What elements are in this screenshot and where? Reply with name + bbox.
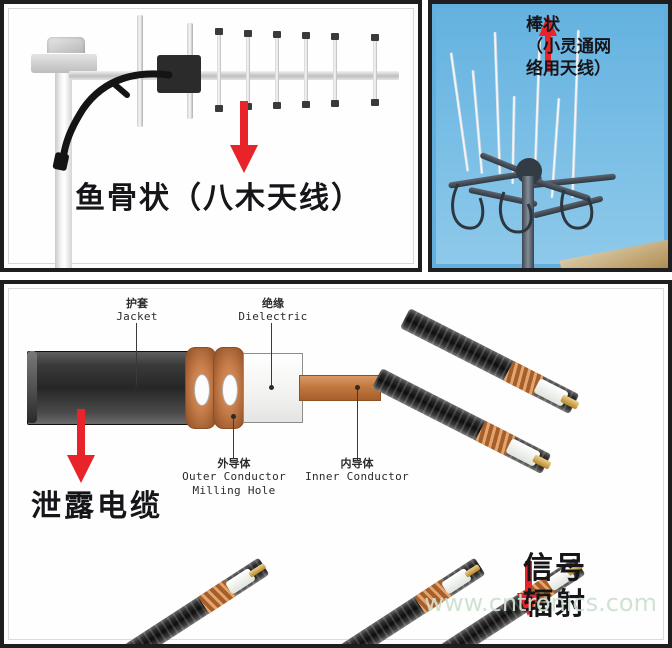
label-jacket: 护套 Jacket xyxy=(91,297,183,324)
label-outer-en2: Milling Hole xyxy=(192,484,276,497)
photo-cable-bottom-1 xyxy=(107,557,270,644)
dot-jacket xyxy=(134,385,139,390)
dot-dielectric xyxy=(269,385,274,390)
label-dielectric-en: Dielectric xyxy=(238,310,308,323)
panel-gap xyxy=(0,272,672,280)
milling-hole-2 xyxy=(222,374,238,406)
rod-caption-line1: 棒状 xyxy=(526,15,560,35)
label-inner-en: Inner Conductor xyxy=(305,470,409,483)
rod-caption-line2: （小灵通网 xyxy=(526,37,611,57)
yagi-director-4 xyxy=(302,32,310,108)
panel-rod-antenna: 棒状 （小灵通网 络用天线） xyxy=(428,0,672,272)
leaky-cable-caption: 泄露电缆 xyxy=(31,489,163,524)
label-outer-en: Outer Conductor xyxy=(182,470,286,483)
rod-feed-loops xyxy=(451,183,594,234)
rod-photo-area: 棒状 （小灵通网 络用天线） xyxy=(436,8,668,268)
coax-inner-conductor xyxy=(299,375,381,401)
dot-outer xyxy=(231,414,236,419)
red-down-arrow-signal xyxy=(517,561,540,616)
rod-caption: 棒状 （小灵通网 络用天线） xyxy=(526,14,656,80)
leader-jacket xyxy=(136,323,137,387)
mast-clamp xyxy=(31,53,97,73)
yagi-reflector xyxy=(137,15,143,127)
red-up-arrow xyxy=(539,14,557,72)
label-outer-conductor: 外导体 Outer Conductor Milling Hole xyxy=(177,457,291,498)
label-dielectric: 绝缘 Dielectric xyxy=(221,297,325,324)
rod-support-pole xyxy=(522,176,534,268)
yagi-photo-area: 鱼骨状（八木天线） xyxy=(8,8,414,268)
panel-yagi-antenna: 鱼骨状（八木天线） xyxy=(0,0,422,272)
coax-jacket xyxy=(27,351,189,425)
yagi-director-6 xyxy=(371,34,379,106)
panel-leaky-cable: 护套 Jacket 绝缘 Dielectric 外导体 Outer Conduc… xyxy=(0,280,672,648)
yagi-caption: 鱼骨状（八木天线） xyxy=(75,181,363,216)
red-down-arrow xyxy=(230,101,258,173)
label-dielectric-cn: 绝缘 xyxy=(262,297,284,310)
coax-outer-conductor xyxy=(185,347,245,429)
rod-caption-line3: 络用天线） xyxy=(526,59,611,79)
yagi-director-3 xyxy=(273,31,281,109)
corrugation-2 xyxy=(213,347,245,429)
yagi-director-2 xyxy=(244,30,252,110)
yagi-director-5 xyxy=(331,33,339,107)
feeder-cable xyxy=(52,70,173,171)
label-outer-cn: 外导体 xyxy=(217,457,251,470)
dot-inner xyxy=(355,385,360,390)
red-down-arrow-leak xyxy=(67,409,95,483)
rod-whip-1 xyxy=(449,52,470,172)
rod-whip-3 xyxy=(493,31,502,175)
label-jacket-en: Jacket xyxy=(116,310,158,323)
label-jacket-cn: 护套 xyxy=(126,297,148,310)
milling-hole-1 xyxy=(194,374,210,406)
signal-caption-line1: 信号 xyxy=(523,551,587,586)
site-watermark: www.cntronics.com xyxy=(424,589,657,617)
leader-dielectric xyxy=(271,323,272,387)
signal-caption-line2: 辐射 xyxy=(523,587,587,622)
yagi-director-1 xyxy=(215,28,223,112)
cable-diagram-area: 护套 Jacket 绝缘 Dielectric 外导体 Outer Conduc… xyxy=(8,288,664,644)
leader-inner xyxy=(357,388,358,460)
signal-radiation-caption: 信号 辐射 xyxy=(523,551,653,623)
label-inner-cn: 内导体 xyxy=(340,457,374,470)
leader-outer xyxy=(233,417,234,459)
label-inner-conductor: 内导体 Inner Conductor xyxy=(301,457,413,484)
antenna-boom xyxy=(69,71,399,80)
corrugation-1 xyxy=(185,347,217,429)
